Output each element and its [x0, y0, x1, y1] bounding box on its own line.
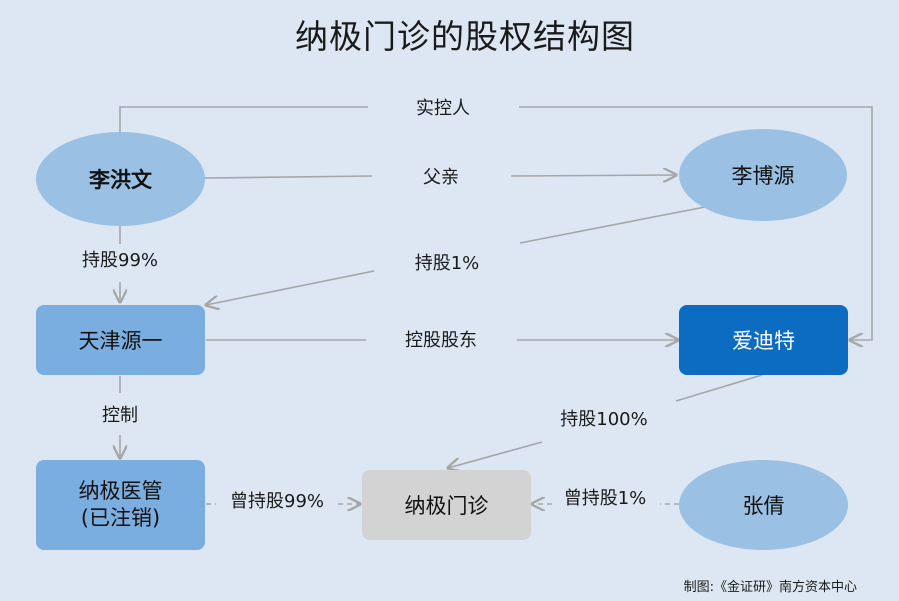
- edge-holds1-upper: [519, 206, 706, 244]
- label-holds-100: 持股100%: [560, 409, 648, 430]
- node-naji-yiguan: 纳极医管 (已注销): [36, 460, 205, 550]
- edge-father-left: [204, 175, 373, 179]
- edge-holds100-lower: [448, 441, 543, 468]
- label-actual-controller: 实控人: [416, 98, 470, 119]
- diagram-title: 纳极门诊的股权结构图: [295, 17, 635, 56]
- edge-actual-controller-left: [119, 106, 368, 132]
- node-naji-yiguan-status: (已注销): [80, 506, 161, 530]
- node-li-boyuan: 李博源: [679, 129, 847, 221]
- node-li-hongwen: 李洪文: [36, 132, 205, 226]
- label-control: 控制: [102, 405, 138, 426]
- node-naji-yiguan-name: 纳极医管: [78, 479, 163, 503]
- edge-father-right: [510, 175, 676, 176]
- node-aidite: 爱迪特: [679, 305, 848, 375]
- node-zhang-qian: 张倩: [679, 460, 848, 550]
- edge-actual-controller-right: [519, 106, 873, 340]
- label-formerly-holds-1: 曾持股1%: [563, 488, 647, 509]
- edge-holds100-upper: [675, 374, 763, 402]
- source-credit: 制图:《金证研》南方资本中心: [683, 580, 857, 595]
- node-tianjin-yuanyi: 天津源一: [36, 305, 205, 375]
- label-holds-99: 持股99%: [81, 250, 159, 271]
- node-naji-menzhen: 纳极门诊: [362, 470, 531, 540]
- edge-holds1-lower: [206, 270, 375, 305]
- label-holds-1: 持股1%: [414, 253, 480, 274]
- label-father: 父亲: [423, 167, 459, 188]
- label-formerly-holds-99: 曾持股99%: [229, 491, 325, 512]
- label-controlling-shareholder: 控股股东: [405, 330, 477, 351]
